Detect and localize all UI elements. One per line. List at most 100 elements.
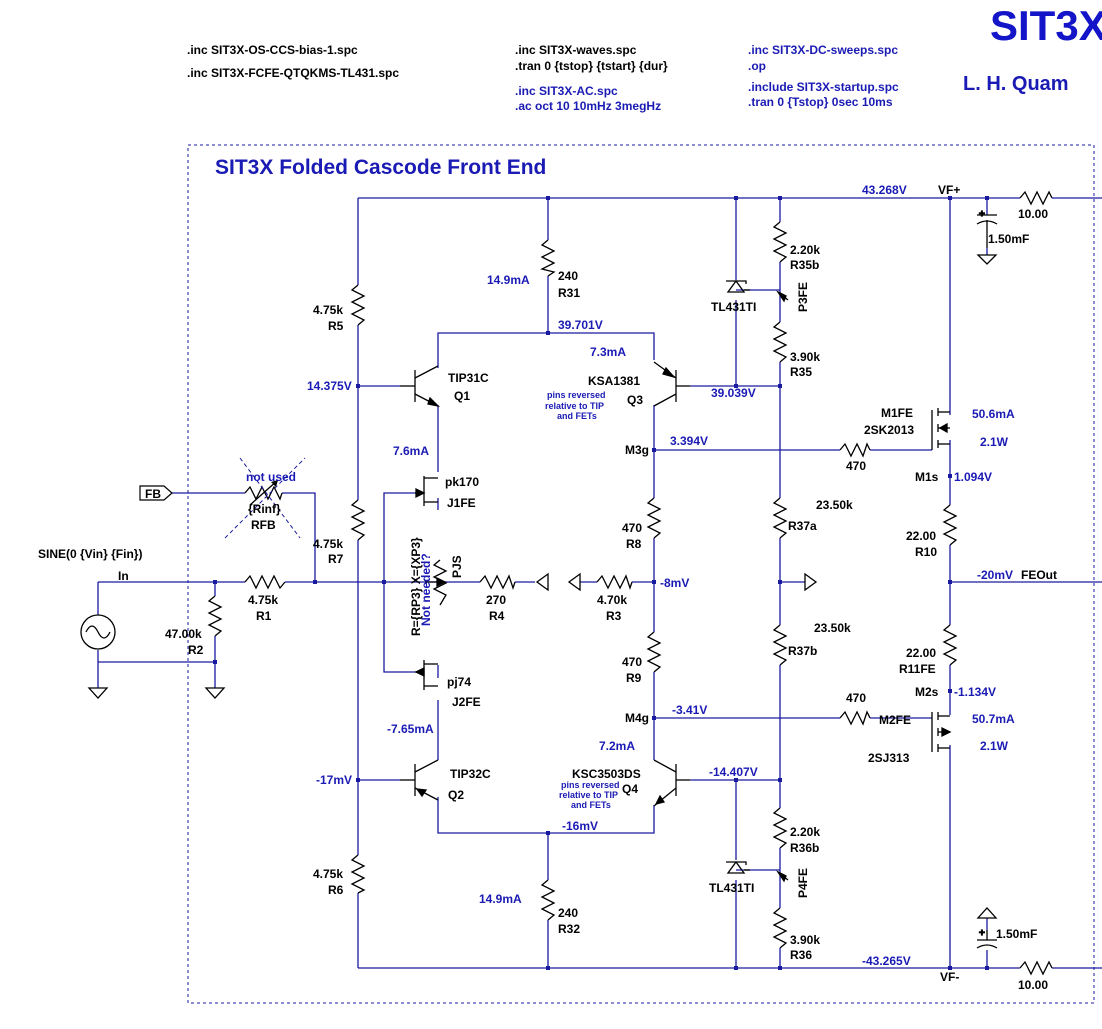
node-39701-voltage: 39.701V — [558, 318, 603, 332]
resistor-r9 — [646, 631, 662, 673]
r6-value: 4.75k — [313, 867, 343, 881]
r4-ref: R4 — [489, 609, 505, 623]
node-14407-voltage: -14.407V — [709, 765, 758, 779]
author: L. H. Quam — [963, 73, 1069, 95]
r36-ref: R36 — [790, 948, 812, 962]
directive-include-startup: .include SIT3X-startup.spc — [748, 80, 899, 94]
r35b-ref: R35b — [790, 258, 819, 272]
q4-pins-note-3: and FETs — [571, 800, 611, 810]
cbot-value: 1.50mF — [996, 927, 1037, 941]
resistor-r37b — [772, 624, 788, 666]
rfb-value: {Rinf} — [248, 502, 281, 516]
node-m4g-voltage: -3.41V — [672, 703, 707, 717]
directive-ac: .ac oct 10 10mHz 3megHz — [515, 99, 661, 113]
r2-value: 47.00k — [165, 627, 202, 641]
resistor-r11fe — [942, 624, 958, 666]
sheet-title: SIT3X — [990, 2, 1102, 49]
resistor-rtop — [1019, 190, 1053, 206]
net-vfp-label: VF+ — [938, 183, 960, 197]
node-m3g-voltage: 3.394V — [670, 434, 708, 448]
q3-current: 7.3mA — [590, 345, 626, 359]
r37b-value: 23.50k — [814, 621, 851, 635]
r36b-ref: R36b — [790, 841, 819, 855]
resistor-r32 — [540, 879, 556, 921]
resistor-r8 — [646, 497, 662, 539]
resistors — [207, 190, 1053, 976]
tl431-top-label: TL431TI — [711, 300, 756, 314]
r1-value: 4.75k — [248, 593, 278, 607]
p4fe-label: P4FE — [796, 868, 810, 898]
resistor-r2 — [207, 595, 223, 637]
r10-ref: R10 — [915, 545, 937, 559]
shunt-regulator-bottom — [726, 860, 750, 874]
p3fe-label: P3FE — [796, 282, 810, 312]
q2-ref: Q2 — [448, 788, 464, 802]
q1-part: TIP31C — [448, 371, 489, 385]
r37a-ref: R37a — [788, 519, 817, 533]
resistor-r37a — [772, 497, 788, 539]
resistor-r10 — [942, 504, 958, 546]
r37b-ref: R37b — [788, 644, 817, 658]
pot-p3fe — [776, 290, 789, 303]
directive-tran-1: .tran 0 {tstop} {tstart} {dur} — [515, 59, 668, 73]
directive-inc-ac: .inc SIT3X-AC.spc — [515, 84, 618, 98]
directive-inc-waves: .inc SIT3X-waves.spc — [515, 43, 637, 57]
q3-ref: Q3 — [627, 393, 643, 407]
node-16mv-voltage: -16mV — [562, 819, 598, 833]
r35-ref: R35 — [790, 365, 812, 379]
node-14375-voltage: 14.375V — [307, 379, 352, 393]
q3-pins-note-2: relative to TIP — [545, 401, 604, 411]
ground-symbols — [87, 254, 998, 919]
j2-part: pj74 — [447, 675, 471, 689]
feout-voltage: -20mV — [977, 568, 1013, 582]
m2fe-part: 2SJ313 — [868, 751, 910, 765]
resistor-r36 — [772, 907, 788, 949]
r36b-value: 2.20k — [790, 825, 820, 839]
j1-ref: J1FE — [447, 496, 476, 510]
r11-ref: R11FE — [899, 662, 936, 676]
r4-value: 270 — [486, 593, 506, 607]
rfb-ref: RFB — [251, 518, 276, 532]
r3-value: 4.70k — [597, 593, 627, 607]
r9-value: 470 — [622, 655, 642, 669]
directive-op: .op — [748, 59, 766, 73]
net-m1s-label: M1s — [915, 470, 939, 484]
transistor-q2 — [400, 759, 439, 801]
r5-value: 4.75k — [313, 303, 343, 317]
r5-ref: R5 — [328, 319, 344, 333]
shunt-regulator-top — [726, 279, 750, 293]
j1-part: pk170 — [445, 475, 479, 489]
r31-ref: R31 — [558, 286, 580, 300]
capacitor-top: + — [976, 208, 998, 248]
rfb-note: not used — [246, 470, 296, 484]
jfet-j1fe — [415, 476, 438, 506]
r2-ref: R2 — [188, 643, 204, 657]
resistor-rfb — [244, 485, 283, 501]
r32-current: 14.9mA — [479, 892, 522, 906]
transistor-q4 — [653, 759, 690, 807]
resistor-r1 — [244, 574, 286, 590]
r7-value: 4.75k — [313, 537, 343, 551]
resistor-r3 — [596, 574, 633, 591]
r31-current: 14.9mA — [487, 273, 530, 287]
m1-current: 50.6mA — [972, 407, 1015, 421]
fb-port-label: FB — [145, 487, 161, 501]
net-feout-label: FEOut — [1021, 568, 1057, 582]
fb-port — [139, 485, 173, 501]
pot-p4fe — [776, 870, 789, 883]
net-m2s-label: M2s — [915, 685, 939, 699]
q2-part: TIP32C — [450, 767, 491, 781]
pjs-note: Not needed? — [419, 553, 433, 626]
wires — [97, 197, 1102, 969]
pot-pjs — [425, 559, 448, 606]
j2-current: -7.65mA — [387, 722, 434, 736]
directive-inc-ccs: .inc SIT3X-OS-CCS-bias-1.spc — [187, 43, 358, 57]
ctop-value: 1.50mF — [988, 232, 1029, 246]
junction-dots — [213, 196, 989, 970]
r32-ref: R32 — [558, 922, 580, 936]
directive-inc-fcfe: .inc SIT3X-FCFE-QTQKMS-TL431.spc — [187, 66, 399, 80]
directive-tran-2: .tran 0 {Tstop} 0sec 10ms — [748, 95, 893, 109]
source-label: SINE(0 {Vin} {Fin}) — [38, 547, 142, 561]
net-m3g-label: M3g — [625, 443, 649, 457]
